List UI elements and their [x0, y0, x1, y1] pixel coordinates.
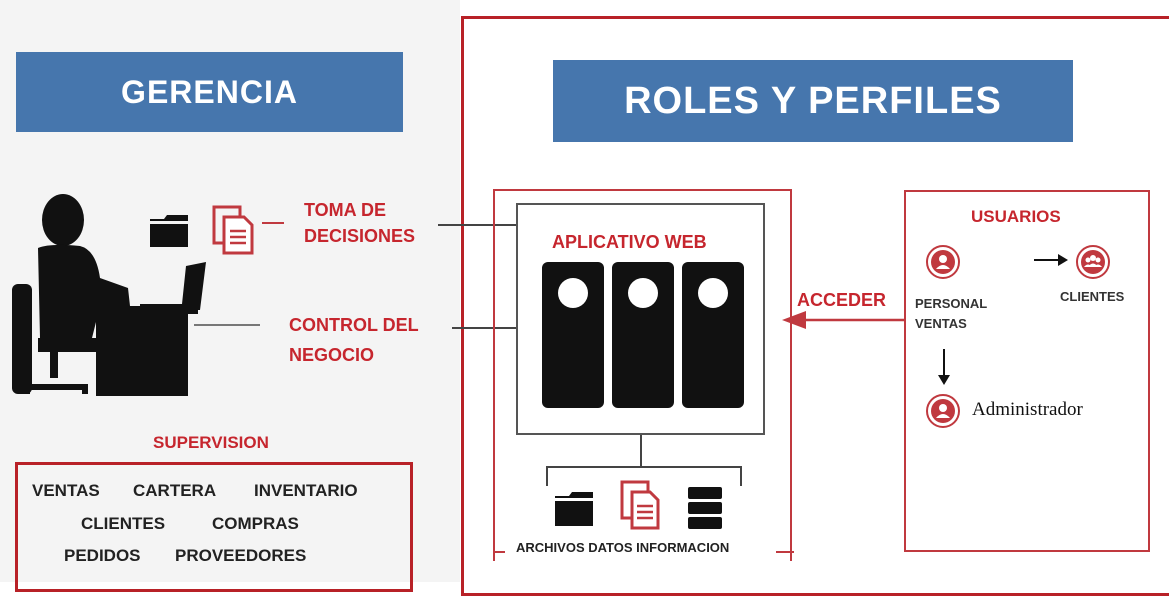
administrador-label: Administrador [972, 399, 1083, 420]
server-icon [682, 262, 744, 408]
arrow-down-icon [938, 349, 950, 385]
user-icon [926, 245, 960, 279]
control-to-app-line [452, 327, 516, 329]
toma-de-decisiones-label: TOMA DE DECISIONES [304, 197, 415, 249]
tree-right-drop [740, 466, 742, 486]
usuarios-box [904, 190, 1150, 552]
server-icon [612, 262, 674, 408]
toma-line-1: TOMA DE [304, 200, 387, 220]
clientes-label: CLIENTES [1060, 289, 1125, 304]
control-line-1: CONTROL DEL [289, 315, 419, 335]
acceder-arrow-icon [782, 311, 904, 329]
acceder-label: ACCEDER [797, 290, 887, 310]
frame-bottom-right [776, 551, 794, 553]
toma-to-app-line [438, 224, 516, 226]
manager-at-desk-icon [12, 194, 206, 396]
users-group-icon [1076, 245, 1110, 279]
item-pedidos: PEDIDOS [64, 546, 141, 565]
personal-line-2: VENTAS [915, 316, 967, 331]
folder-icon [555, 492, 593, 526]
control-connector-short [194, 324, 260, 326]
documents-icon [212, 205, 254, 255]
item-compras: COMPRAS [212, 514, 299, 533]
storage-label: ARCHIVOS DATOS INFORMACION [514, 540, 732, 555]
app-outer-frame [493, 189, 792, 561]
personal-ventas-label: PERSONAL VENTAS [915, 294, 987, 334]
gerencia-banner: GERENCIA [16, 52, 403, 132]
item-ventas: VENTAS [32, 481, 100, 500]
aplicativo-web-title: APLICATIVO WEB [552, 232, 707, 252]
tree-bar [546, 466, 742, 468]
personal-line-1: PERSONAL [915, 296, 988, 311]
tree-stem [640, 435, 642, 467]
arrow-right-icon [1034, 254, 1068, 266]
supervision-label: SUPERVISION [153, 433, 269, 452]
item-cartera: CARTERA [133, 481, 217, 500]
frame-bottom-left [493, 551, 505, 553]
control-line-2: NEGOCIO [289, 345, 375, 365]
control-del-negocio-label: CONTROL DEL NEGOCIO [289, 310, 419, 370]
item-proveedores: PROVEEDORES [175, 546, 307, 565]
admin-user-icon [926, 394, 960, 428]
roles-banner: ROLES Y PERFILES [553, 60, 1073, 142]
server-icon [542, 262, 604, 408]
database-icon [688, 487, 722, 529]
folder-icon [150, 215, 188, 247]
toma-connector-short [262, 222, 284, 224]
documents-icon [620, 480, 660, 530]
toma-line-2: DECISIONES [304, 226, 416, 246]
item-clientes: CLIENTES [81, 514, 166, 533]
tree-left-drop [546, 466, 548, 486]
item-inventario: INVENTARIO [254, 481, 358, 500]
usuarios-title: USUARIOS [971, 207, 1061, 226]
